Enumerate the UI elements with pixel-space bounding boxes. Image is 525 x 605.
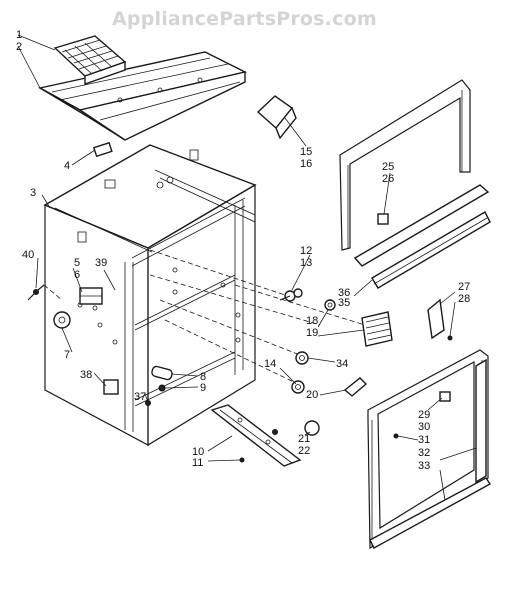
callout-8: 8 <box>200 371 206 383</box>
callout-36: 36 <box>338 287 350 299</box>
callout-33: 33 <box>418 460 430 472</box>
wire-part-40 <box>27 284 63 301</box>
callout-21: 21 <box>298 433 310 445</box>
callout-1: 1 <box>16 29 22 41</box>
callout-14: 14 <box>264 358 276 370</box>
callout-37: 37 <box>134 391 146 403</box>
callout-35: 35 <box>338 297 350 309</box>
callout-34: 34 <box>336 358 348 370</box>
callout-2: 2 <box>16 41 22 53</box>
callout-15: 15 <box>300 146 312 158</box>
leader-lines <box>17 34 477 501</box>
callout-12: 12 <box>300 245 312 257</box>
callout-27: 27 <box>458 281 470 293</box>
callout-25: 25 <box>382 161 394 173</box>
screw-part-9 <box>158 384 166 392</box>
callout-18: 18 <box>306 315 318 327</box>
callout-30: 30 <box>418 421 430 433</box>
callout-19: 19 <box>306 327 318 339</box>
callout-6: 6 <box>74 269 80 281</box>
watermark: AppliancePartsPros.com <box>112 8 377 30</box>
roller-part-8 <box>151 365 173 381</box>
callout-9: 9 <box>200 382 206 394</box>
callout-16: 16 <box>300 158 312 170</box>
callout-31: 31 <box>418 434 430 446</box>
callout-labels: 1 2 3 4 5 6 7 8 9 10 11 12 13 14 15 16 1… <box>16 29 470 472</box>
callout-11: 11 <box>192 457 203 469</box>
callout-5: 5 <box>74 257 80 269</box>
callout-38: 38 <box>80 369 92 381</box>
callout-7: 7 <box>64 349 70 361</box>
callout-3: 3 <box>30 187 36 199</box>
callout-26: 26 <box>382 173 394 185</box>
liner-box <box>43 144 257 447</box>
callout-32: 32 <box>418 447 430 459</box>
callout-40: 40 <box>22 249 34 261</box>
callout-10: 10 <box>192 446 204 458</box>
callout-13: 13 <box>300 257 312 269</box>
bottom-rail <box>210 404 302 467</box>
bracket-part-5 <box>79 287 103 305</box>
knob-part-7 <box>53 311 71 329</box>
lower-frame <box>367 349 492 550</box>
foot-part-38 <box>103 379 119 395</box>
ice-tray <box>53 35 127 85</box>
screw-part-37 <box>145 400 151 406</box>
callout-20: 20 <box>306 389 318 401</box>
hardware-group <box>149 249 393 397</box>
upper-frame <box>339 79 491 289</box>
top-shelf <box>38 51 248 141</box>
callout-28: 28 <box>458 293 470 305</box>
callout-4: 4 <box>64 160 70 172</box>
clip-part-4 <box>92 141 113 158</box>
callout-39: 39 <box>95 257 107 269</box>
bracket-part-27 <box>427 298 453 341</box>
cap-part-21 <box>272 420 320 436</box>
latch-part-15 <box>256 95 297 140</box>
callout-22: 22 <box>298 445 310 457</box>
callout-29: 29 <box>418 409 430 421</box>
